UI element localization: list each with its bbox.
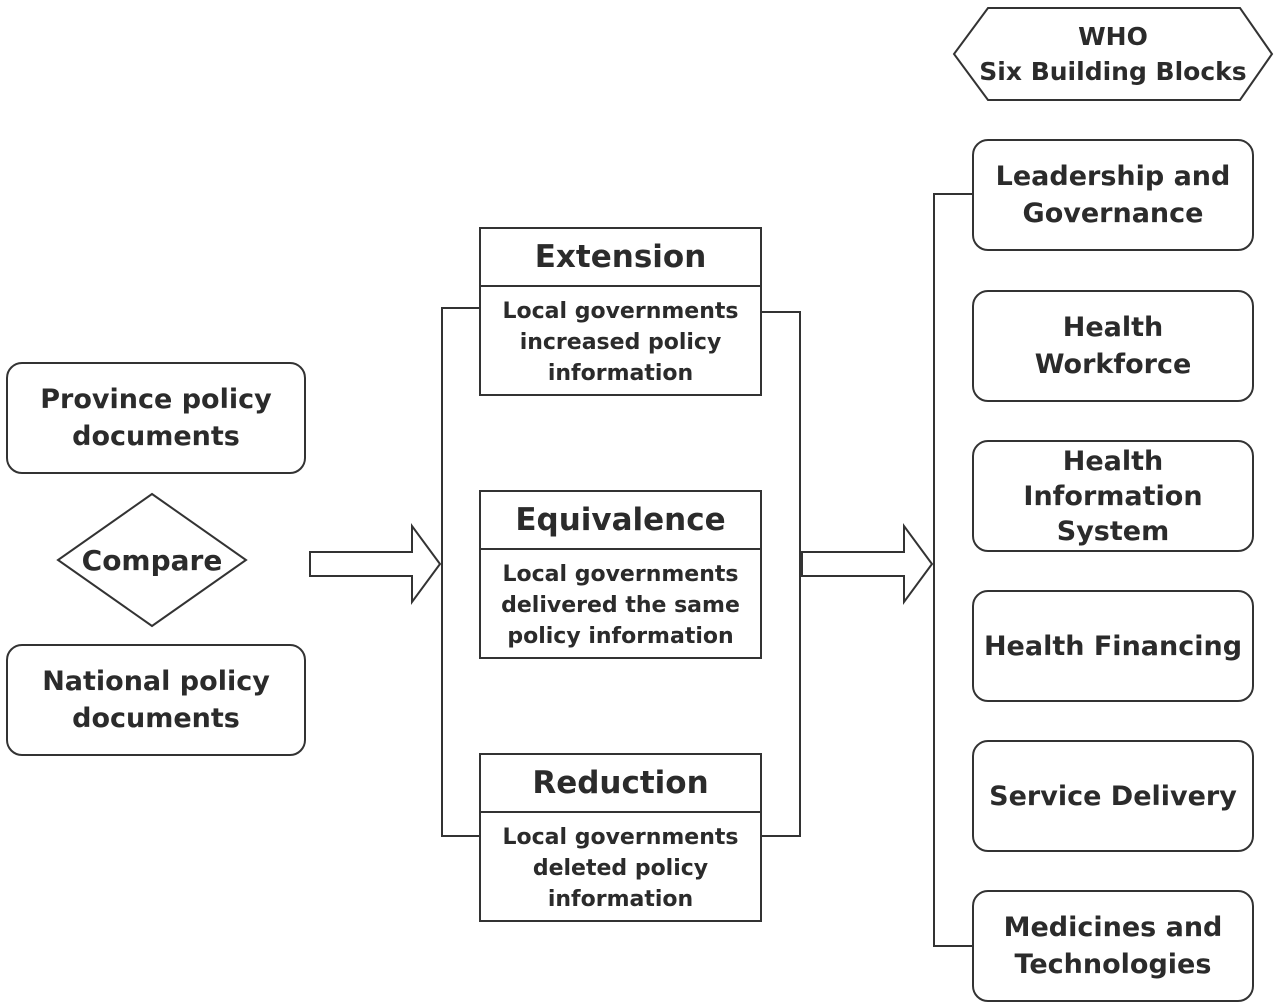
compare-diamond [56, 492, 248, 628]
category-title: Equivalence [481, 492, 760, 550]
block-label: Health Workforce [1034, 312, 1192, 380]
block-leadership-governance: Leadership and Governance [972, 139, 1254, 251]
who-hexagon [952, 7, 1274, 101]
category-title: Reduction [481, 755, 760, 813]
national-documents-label: National policy documents [42, 666, 270, 734]
national-documents-box: National policy documents [6, 644, 306, 756]
compare-text: Compare [81, 543, 223, 577]
block-service-delivery: Service Delivery [972, 740, 1254, 852]
block-medicines-technologies: Medicines and Technologies [972, 890, 1254, 1002]
block-label: Service Delivery [989, 780, 1237, 812]
arrow-categories-to-blocks [801, 522, 934, 606]
category-description: Local governments deleted policy informa… [502, 824, 739, 912]
who-heading-line2: Six Building Blocks [979, 57, 1247, 86]
block-label: Medicines and Technologies [1003, 912, 1223, 980]
block-label: Health Information System [1023, 445, 1203, 547]
category-title: Extension [481, 229, 760, 287]
categories-left-bracket [441, 307, 480, 837]
categories-right-bracket [762, 311, 801, 837]
block-label: Leadership and Governance [995, 161, 1231, 229]
category-equivalence: Equivalence Local governments delivered … [479, 490, 762, 659]
province-documents-label: Province policy documents [40, 384, 272, 452]
category-description: Local governments delivered the same pol… [501, 561, 740, 649]
compare-label: Compare [58, 494, 246, 626]
who-heading: WHO Six Building Blocks [954, 8, 1272, 100]
category-extension: Extension Local governments increased po… [479, 227, 762, 396]
block-health-financing: Health Financing [972, 590, 1254, 702]
province-documents-box: Province policy documents [6, 362, 306, 474]
blocks-bracket [933, 193, 972, 947]
block-label: Health Financing [983, 630, 1243, 662]
category-description: Local governments increased policy infor… [502, 298, 739, 386]
block-health-information-system: Health Information System [972, 440, 1254, 552]
who-heading-line1: WHO [1078, 22, 1148, 51]
arrow-compare-to-categories [309, 522, 442, 606]
category-reduction: Reduction Local governments deleted poli… [479, 753, 762, 922]
block-health-workforce: Health Workforce [972, 290, 1254, 402]
